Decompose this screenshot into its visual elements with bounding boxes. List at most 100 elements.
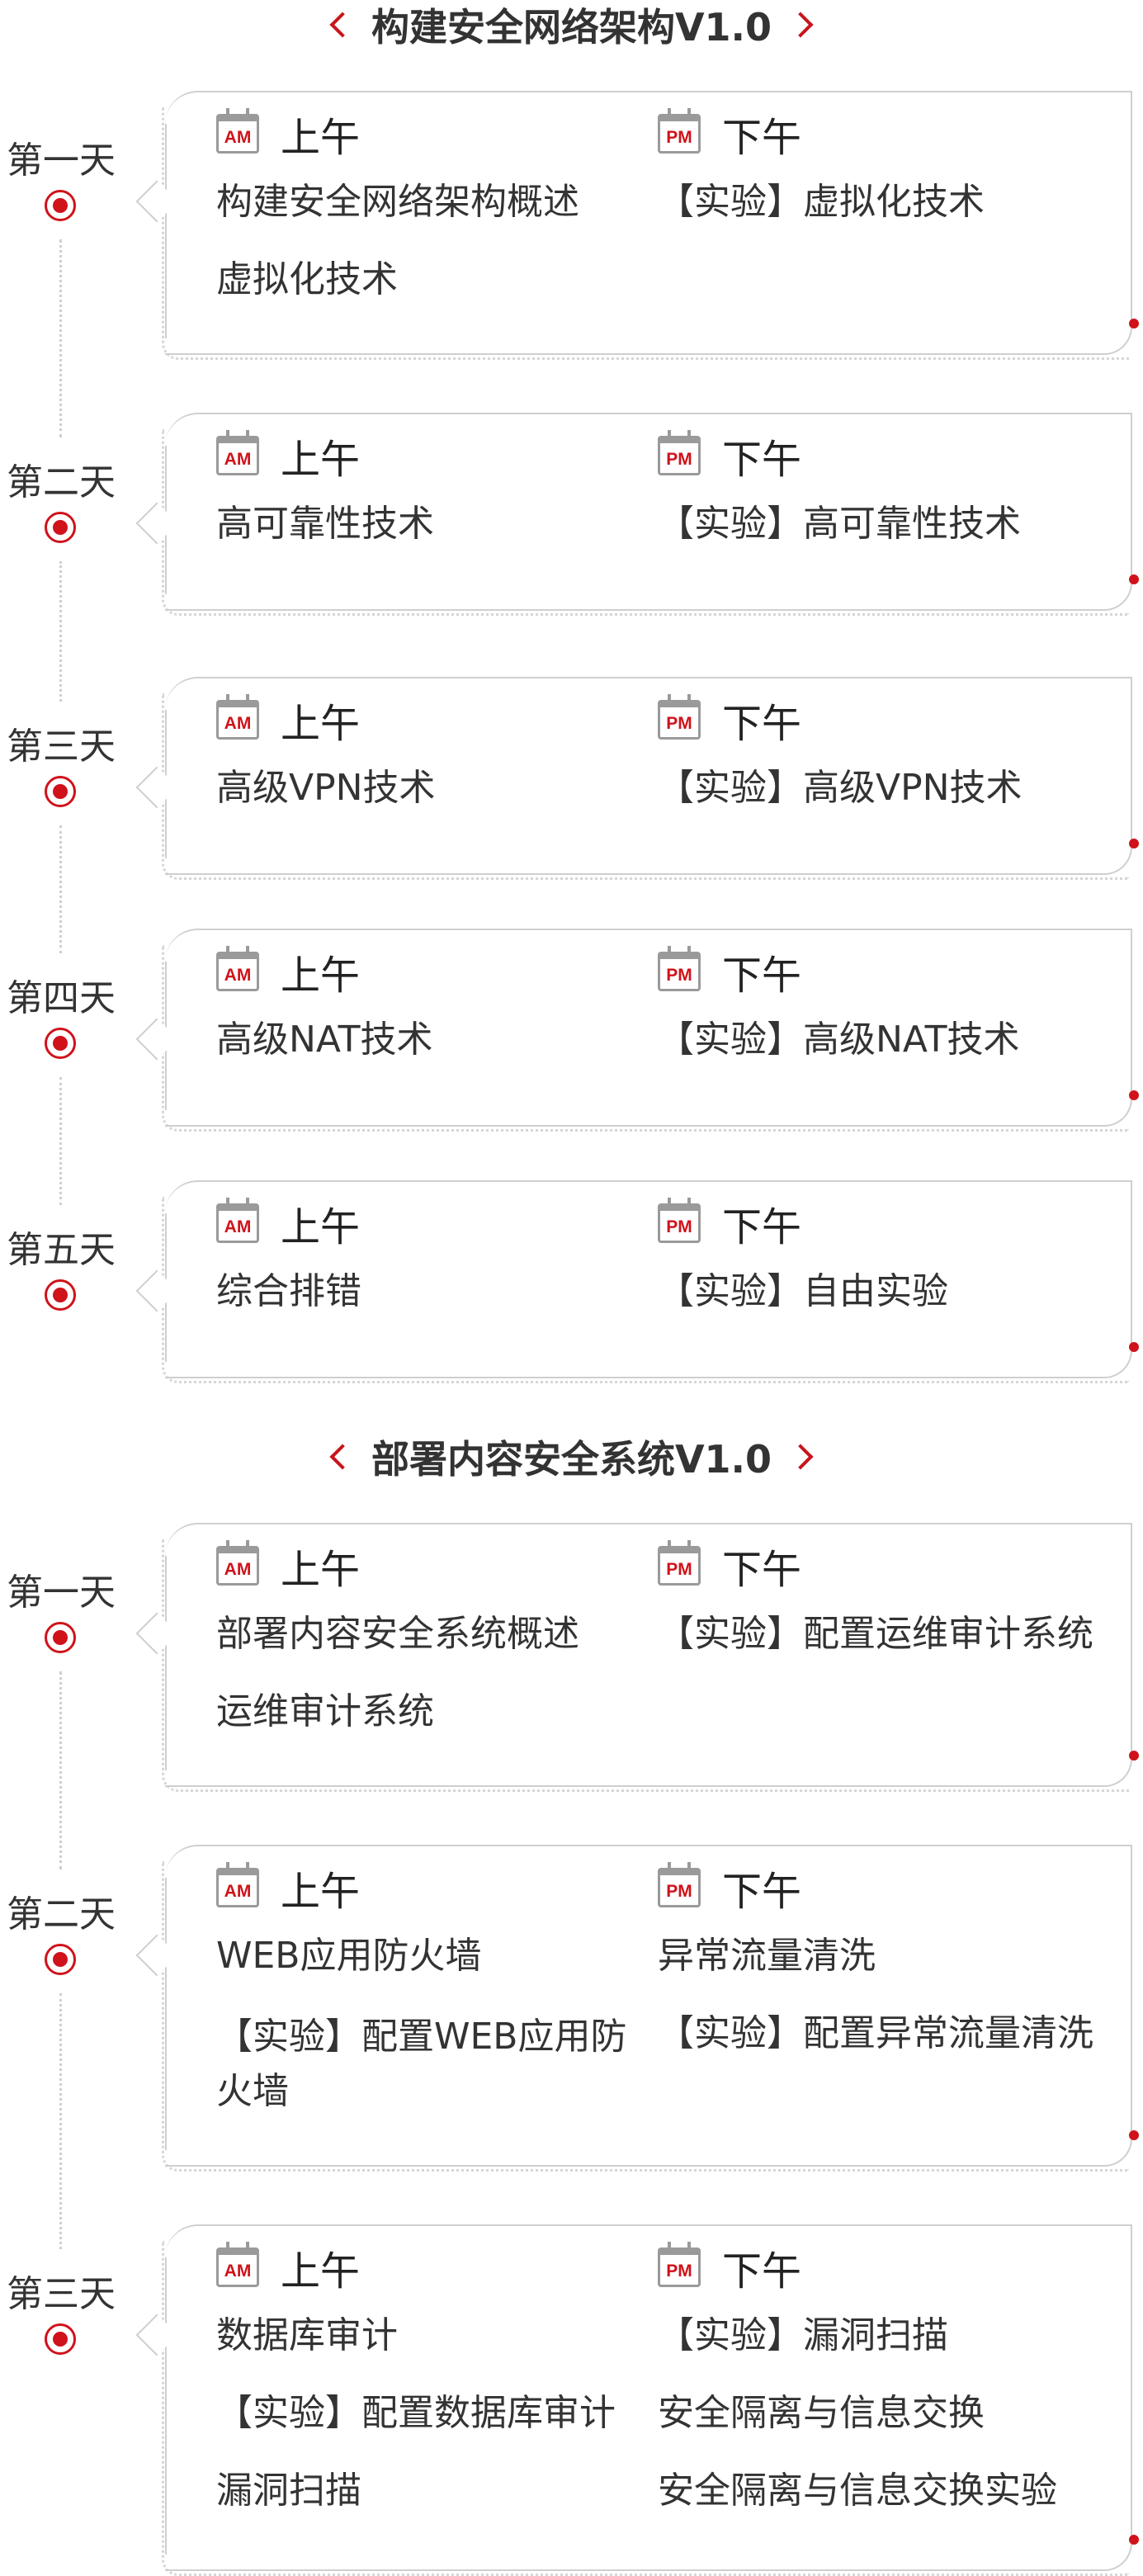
schedule-item: 安全隔离与信息交换实验 (658, 2470, 1057, 2512)
am-title: 上午 (281, 437, 361, 483)
am-header: AM 上午 (216, 107, 645, 161)
calendar-am-text: AM (224, 1559, 252, 1579)
card-left-edge (165, 124, 167, 338)
pm-title: 下午 (722, 2248, 802, 2295)
pm-title: 下午 (722, 1547, 802, 1593)
calendar-pm-text: PM (666, 1217, 692, 1236)
pm-title: 下午 (722, 437, 802, 483)
schedule-item: 【实验】高级NAT技术 (658, 1019, 1020, 1061)
am-column: AM 上午高可靠性技术 (216, 429, 645, 578)
calendar-pm-icon: PM (658, 694, 701, 740)
am-column: AM 上午构建安全网络架构概述虚拟化技术 (216, 107, 645, 333)
card-left-edge (165, 1878, 167, 2150)
pm-column: PM 下午【实验】配置运维审计系统 (658, 1539, 1093, 1688)
chevron-right-icon[interactable] (787, 12, 814, 38)
day-label: 第三天 (7, 2273, 116, 2315)
pm-items: 【实验】高级NAT技术 (658, 1016, 1087, 1064)
schedule-item: 【实验】配置异常流量清洗 (658, 2012, 1093, 2054)
card-shadow (162, 1539, 1129, 1792)
schedule-item: 高可靠性技术 (216, 503, 434, 545)
timeline-dot-icon (45, 1944, 76, 1975)
calendar-pm-text: PM (666, 127, 692, 147)
chevron-left-icon[interactable] (329, 1444, 356, 1470)
am-title: 上午 (281, 1869, 361, 1915)
calendar-pm-icon: PM (658, 1540, 701, 1586)
am-items: 部署内容安全系统概述运维审计系统 (216, 1610, 645, 1736)
calendar-am-text: AM (224, 2261, 252, 2281)
timeline-dot-icon (45, 190, 76, 221)
day-label: 第二天 (7, 1893, 116, 1936)
am-items: 构建安全网络架构概述虚拟化技术 (216, 178, 645, 304)
am-items: 数据库审计【实验】配置数据库审计漏洞扫描 (216, 2312, 645, 2515)
am-items: 高级NAT技术 (216, 1016, 645, 1064)
am-header: AM 上午 (216, 1861, 645, 1915)
pm-items: 【实验】高级VPN技术 (658, 764, 1087, 812)
schedule-item: 虚拟化技术 (216, 258, 398, 300)
calendar-am-icon: AM (216, 430, 259, 475)
chevron-left-icon[interactable] (329, 12, 356, 38)
day-label: 第一天 (7, 139, 116, 182)
pm-items: 【实验】虚拟化技术 (658, 178, 1087, 226)
timeline-connector (59, 825, 62, 953)
pm-items: 【实验】漏洞扫描安全隔离与信息交换安全隔离与信息交换实验 (658, 2312, 1087, 2515)
calendar-am-text: AM (224, 127, 252, 147)
day-card (165, 677, 1132, 875)
calendar-am-text: AM (224, 713, 252, 733)
corner-dot-icon (1129, 319, 1139, 328)
day-label: 第二天 (7, 461, 116, 503)
corner-dot-icon (1129, 574, 1139, 584)
pm-title: 下午 (722, 952, 802, 999)
pm-header: PM 下午 (658, 945, 1087, 999)
am-items: 高可靠性技术 (216, 500, 645, 548)
day-card (165, 929, 1132, 1127)
schedule-item: 【实验】漏洞扫描 (658, 2314, 948, 2356)
calendar-pm-icon: PM (658, 946, 701, 991)
am-title: 上午 (281, 115, 361, 161)
pm-items: 【实验】高可靠性技术 (658, 500, 1087, 548)
day-card (165, 413, 1132, 611)
pm-header: PM 下午 (658, 1539, 1087, 1593)
pm-title: 下午 (722, 1869, 802, 1915)
am-column: AM 上午数据库审计【实验】配置数据库审计漏洞扫描 (216, 2241, 645, 2545)
pm-title: 下午 (722, 701, 802, 747)
pm-header: PM 下午 (658, 1861, 1087, 1915)
am-items: WEB应用防火墙【实验】配置WEB应用防火墙 (216, 1932, 645, 2119)
day-label: 第一天 (7, 1572, 116, 1614)
card-shadow (162, 107, 1129, 360)
schedule-item: 高级NAT技术 (216, 1019, 433, 1061)
day-label: 第五天 (7, 1229, 116, 1271)
timeline-connector (59, 1671, 62, 1869)
schedule-item: 【实验】配置WEB应用防火墙 (216, 2016, 627, 2112)
am-title: 上午 (281, 1204, 361, 1250)
pm-items: 【实验】配置运维审计系统 (658, 1610, 1093, 1658)
course-title: 构建安全网络架构V1.0 (371, 5, 772, 50)
chevron-right-icon[interactable] (787, 1444, 814, 1470)
corner-dot-icon (1129, 1751, 1139, 1761)
schedule-item: 【实验】配置运维审计系统 (658, 1613, 1093, 1655)
schedule-item: 【实验】高可靠性技术 (658, 503, 1021, 545)
schedule-item: 运维审计系统 (216, 1690, 434, 1732)
calendar-am-icon: AM (216, 2242, 259, 2287)
timeline-connector (59, 1077, 62, 1205)
calendar-am-icon: AM (216, 694, 259, 740)
calendar-am-text: AM (224, 1217, 252, 1236)
schedule-item: 【实验】虚拟化技术 (658, 181, 985, 223)
calendar-pm-icon: PM (658, 1862, 701, 1907)
calendar-am-icon: AM (216, 1862, 259, 1907)
day-card (165, 1180, 1132, 1378)
corner-dot-icon (1129, 839, 1139, 848)
am-title: 上午 (281, 2248, 361, 2295)
am-title: 上午 (281, 1547, 361, 1593)
